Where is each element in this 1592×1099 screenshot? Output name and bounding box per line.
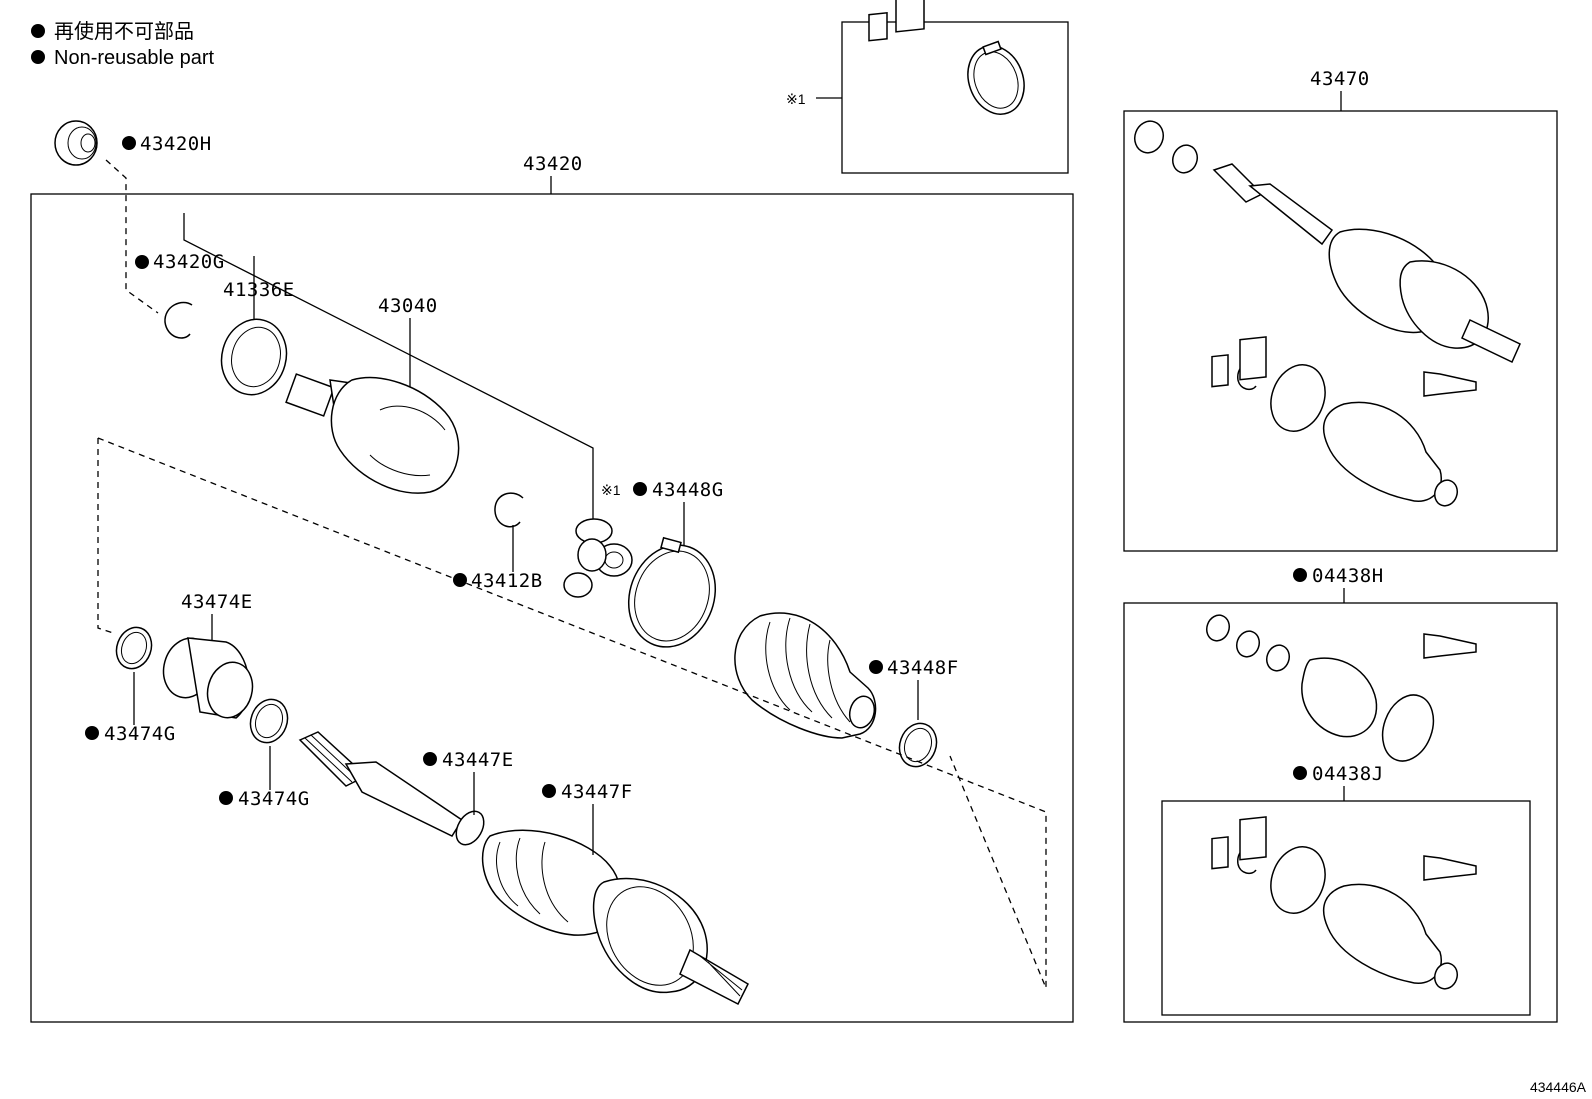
group-04438H-label: 04438H: [1312, 565, 1384, 587]
clamp-43474G-a-icon: [115, 626, 153, 670]
part-41336E-label: 41336E: [223, 279, 295, 301]
snap-ring-43420G-icon: [164, 301, 193, 339]
group-43420-label: 43420: [523, 153, 583, 175]
boot-clamp-43448F-icon: [898, 722, 938, 768]
non-reusable-bullet-icon: [31, 24, 45, 38]
drive-shaft-icon: [298, 731, 485, 846]
note-box: [841, 21, 1069, 174]
tripod-spider-icon: [563, 518, 633, 598]
clamp-43474G-b-icon: [249, 698, 289, 744]
non-reusable-bullet-icon: [31, 50, 45, 64]
boot-clamp-band-icon: [967, 40, 1025, 115]
diagram-id: 434446A: [1530, 1079, 1587, 1095]
part-43040-label: 43040: [378, 295, 438, 317]
group-04438J-label: 04438J: [1312, 763, 1384, 785]
kit-04438J-box: [1161, 800, 1531, 1016]
note-marker: ※1: [786, 91, 806, 107]
boot-clamp-43448G-icon: [627, 536, 717, 648]
legend-en: Non-reusable part: [54, 47, 215, 69]
grease-packet-icon: [868, 0, 925, 42]
part-43474G-a-label: 43474G: [104, 723, 176, 745]
part-43474G-b-label: 43474G: [238, 788, 310, 810]
assembly-43470-kit-icon: [1211, 336, 1477, 507]
legend-jp: 再使用不可部品: [54, 20, 194, 43]
part-43420G-label: 43420G: [153, 251, 225, 273]
seal-43420H-icon: [54, 120, 98, 166]
part-43420H-label: 43420H: [140, 133, 212, 155]
note-marker-spider: ※1: [601, 482, 621, 498]
part-43448G-label: 43448G: [652, 479, 724, 501]
joint-housing-43040-icon: [285, 373, 460, 494]
outboard-cv-joint-icon: [592, 877, 749, 1006]
kit-04438J-parts-icon: [1211, 816, 1477, 990]
group-43470-label: 43470: [1310, 68, 1370, 90]
inboard-boot-icon: [734, 612, 877, 739]
assembly-43470-box: [1123, 110, 1558, 552]
dust-cover-41336E-icon: [220, 318, 288, 396]
part-43474E-label: 43474E: [181, 591, 253, 613]
outboard-boot-icon: [481, 829, 622, 936]
assembly-43470-clamps-icon: [1134, 120, 1199, 174]
kit-04438H-box: [1123, 602, 1558, 1023]
snap-ring-43412B-icon: [494, 492, 524, 528]
part-43447F-label: 43447F: [561, 781, 633, 803]
part-43447E-label: 43447E: [442, 749, 514, 771]
main-assembly-box: [30, 193, 1074, 1023]
kit-04438H-parts-icon: [1205, 614, 1477, 762]
part-43412B-label: 43412B: [471, 570, 543, 592]
dynamic-damper-43474E-icon: [162, 637, 254, 719]
assembly-43470-shaft-icon: [1212, 163, 1521, 364]
part-43448F-label: 43448F: [887, 657, 959, 679]
